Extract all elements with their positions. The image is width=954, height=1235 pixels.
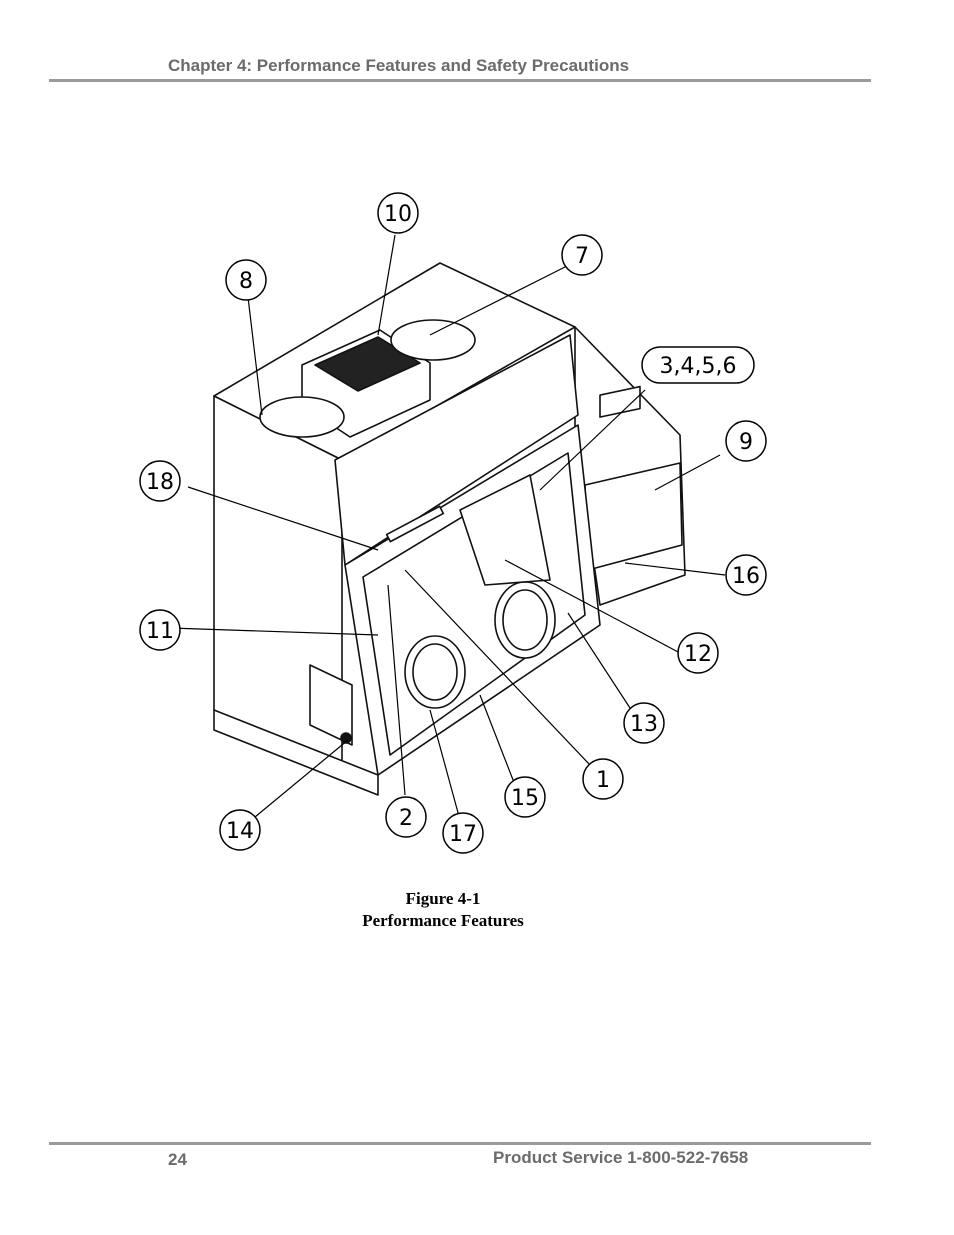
glove-port-right — [494, 581, 556, 659]
display-window — [599, 385, 641, 418]
figure-title: Performance Features — [362, 911, 524, 930]
product-service-phone: Product Service 1-800-522-7658 — [493, 1148, 749, 1167]
glove-port-left — [404, 635, 466, 709]
callout-16: 16 — [732, 564, 760, 589]
figure-number: Figure 4-1 — [405, 889, 481, 908]
footer-rule — [49, 1142, 871, 1145]
callout-11: 11 — [146, 619, 174, 644]
filter-left — [259, 396, 345, 438]
callout-9: 9 — [739, 430, 753, 455]
rear-window — [459, 474, 551, 586]
callout-18: 18 — [146, 470, 174, 495]
blower-grille — [314, 336, 421, 392]
performance-features-diagram: 10 7 8 3,4,5,6 9 18 16 11 12 13 14 2 15 … — [139, 192, 767, 854]
filter-right — [390, 319, 476, 361]
chapter-header: Chapter 4: Performance Features and Safe… — [168, 56, 630, 75]
callout-7: 7 — [575, 244, 589, 269]
callout-1: 1 — [596, 768, 610, 793]
callout-13: 13 — [630, 712, 658, 737]
front-hood — [334, 334, 579, 566]
callout-10: 10 — [384, 202, 412, 227]
callout-15: 15 — [511, 786, 539, 811]
side-access-panel — [309, 664, 353, 746]
side-fitting — [340, 732, 352, 744]
header-rule — [49, 79, 871, 82]
callout-2: 2 — [399, 806, 413, 831]
callout-12: 12 — [684, 642, 712, 667]
airfoil-slot — [385, 505, 445, 543]
cabinet-base — [213, 709, 379, 796]
callout-17: 17 — [449, 822, 477, 847]
callout-8: 8 — [239, 269, 253, 294]
page-number: 24 — [168, 1150, 187, 1169]
callout-14: 14 — [226, 819, 254, 844]
callout-3-4-5-6: 3,4,5,6 — [660, 354, 737, 379]
